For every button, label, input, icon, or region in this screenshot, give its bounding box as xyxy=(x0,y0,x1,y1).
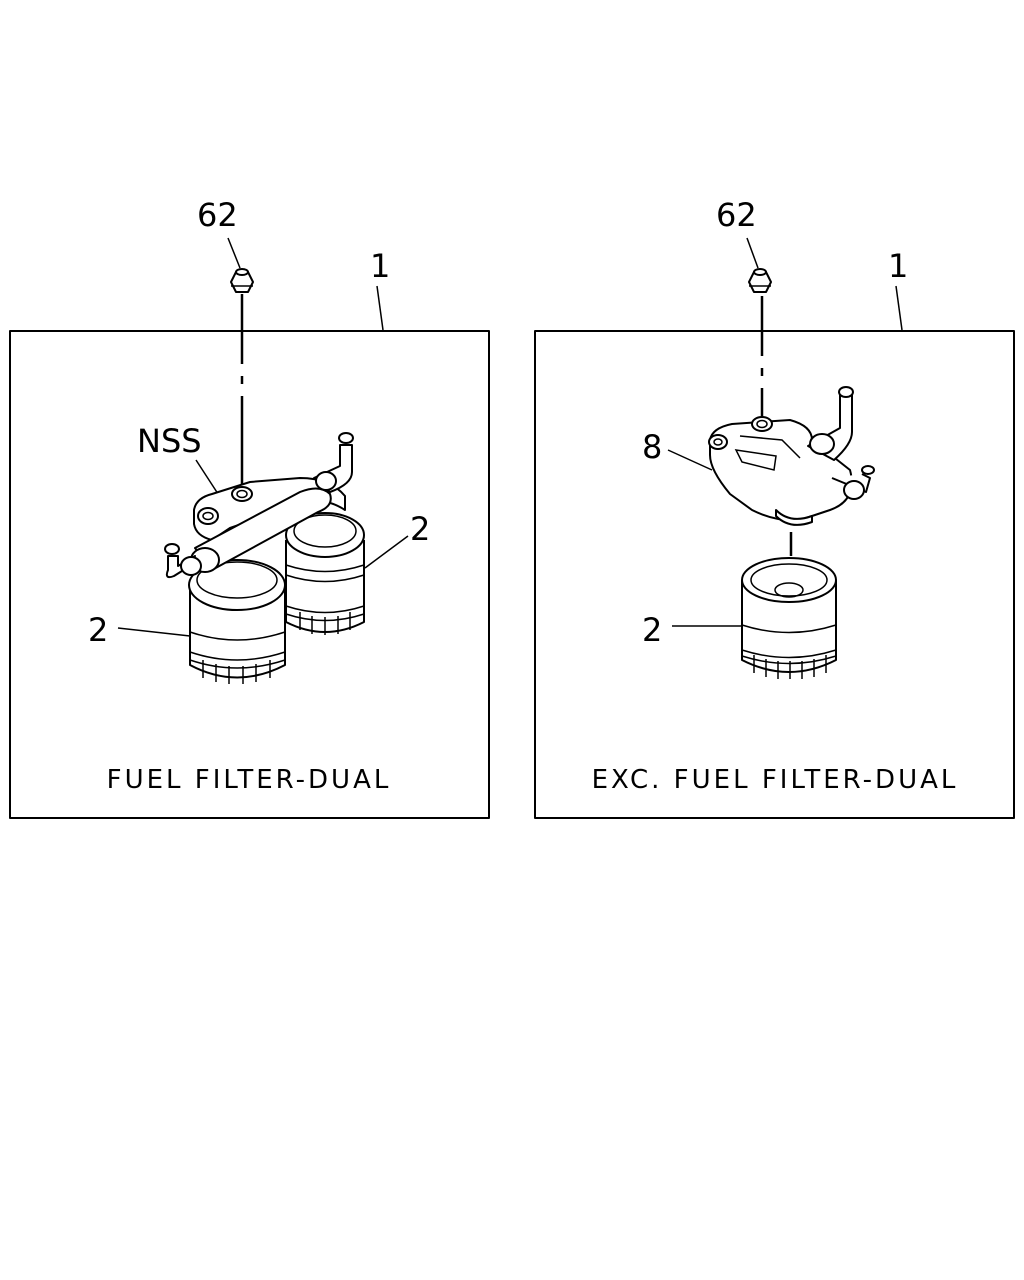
fuel-filter-cartridge-icon xyxy=(741,557,837,679)
panel-caption: FUEL FILTER-DUAL xyxy=(107,765,392,795)
flange-nut-icon xyxy=(748,268,772,293)
callout-filter-2: 2 xyxy=(642,611,662,649)
callout-nss: NSS xyxy=(137,422,202,460)
callout-filter-2-left: 2 xyxy=(88,611,108,649)
filter-head-bracket-icon xyxy=(708,386,875,526)
callout-assembly-1: 1 xyxy=(888,247,908,285)
callout-filter-2-right: 2 xyxy=(410,510,430,548)
dual-fuel-filter-assembly-icon xyxy=(164,432,365,684)
callout-nut-62: 62 xyxy=(716,196,757,234)
panel-caption: EXC. FUEL FILTER-DUAL xyxy=(592,765,959,795)
panel-frame xyxy=(9,330,490,819)
panel-fuel-filter-dual: 62 1 NSS xyxy=(9,196,490,819)
callout-assembly-1: 1 xyxy=(370,247,390,285)
flange-nut-icon xyxy=(230,268,254,293)
panel-frame xyxy=(534,330,1015,819)
panel-exc-fuel-filter-dual: 62 1 xyxy=(534,196,1015,819)
callout-bracket-8: 8 xyxy=(642,428,662,466)
callout-nut-62: 62 xyxy=(197,196,238,234)
